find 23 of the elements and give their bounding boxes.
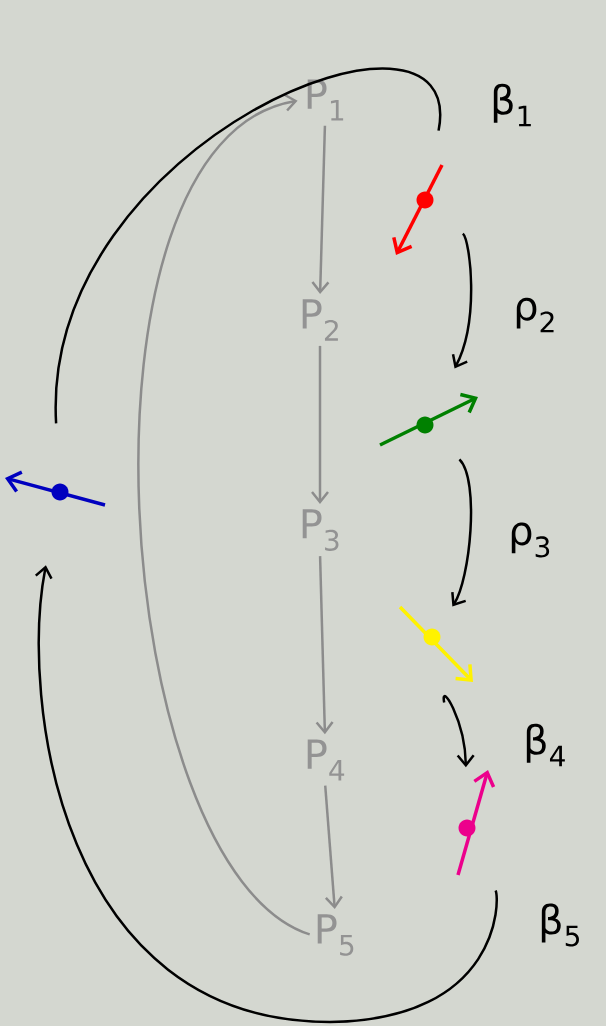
node-label: P$_{4}$	[307, 739, 345, 781]
edge-label: ρ$_{3}$	[511, 522, 550, 558]
vector-arrow	[392, 164, 444, 255]
arrow	[324, 785, 343, 910]
node-label: P$_{2}$	[302, 299, 338, 341]
arrow	[138, 93, 311, 936]
node-label: P$_{3}$	[302, 509, 339, 551]
edge-label: β$_{4}$	[526, 723, 565, 767]
edge-label: ρ$_{2}$	[516, 297, 554, 333]
arrow	[311, 345, 329, 504]
node-label: P$_{5}$	[317, 914, 354, 956]
arrow	[451, 233, 473, 369]
edge-label: β$_{5}$	[541, 903, 579, 947]
vector-arrow	[5, 470, 106, 507]
vector-arrow	[379, 392, 478, 447]
arrow	[451, 458, 473, 607]
vector-arrow	[398, 605, 473, 682]
arrow	[311, 125, 330, 295]
arrow	[34, 565, 498, 1024]
arrow	[315, 556, 334, 735]
vector-arrow	[456, 770, 496, 876]
edge-label: β$_{1}$	[493, 83, 531, 127]
arrow	[442, 695, 475, 768]
